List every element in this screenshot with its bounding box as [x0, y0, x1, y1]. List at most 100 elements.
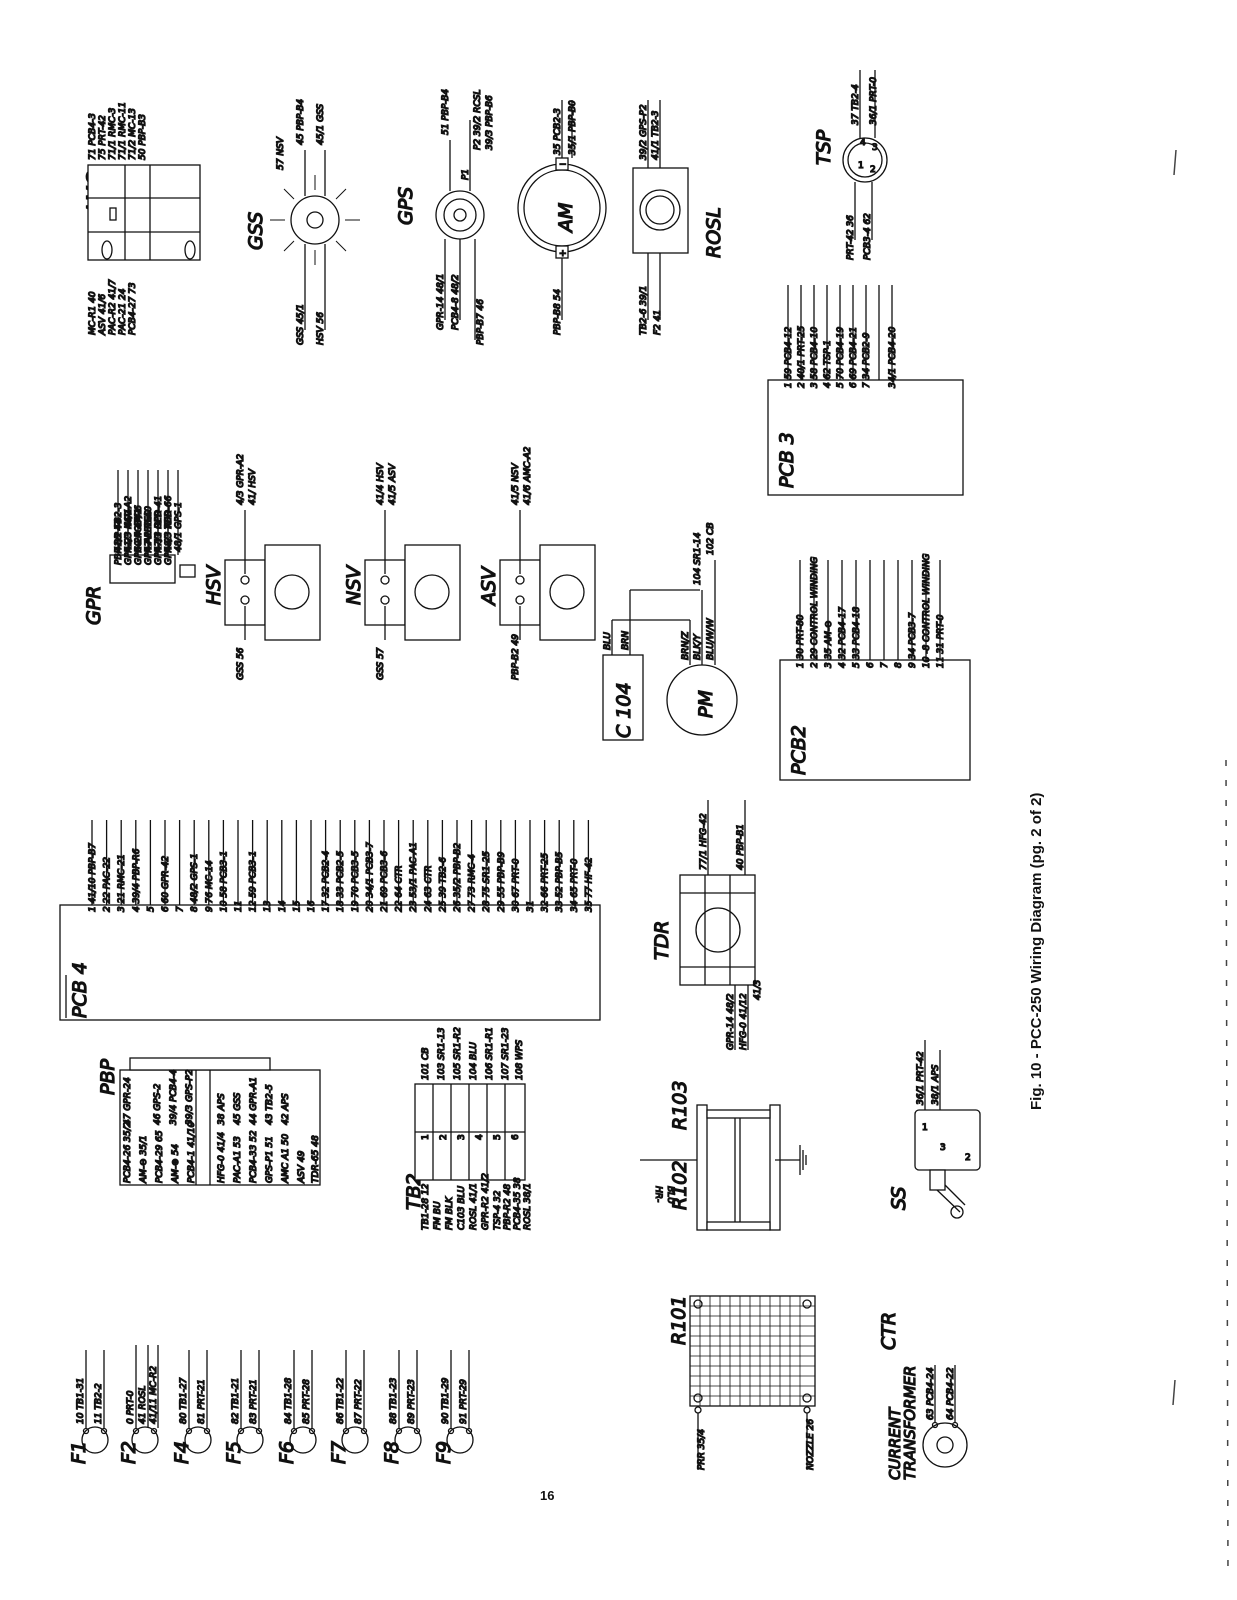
tb2-wire: 106 SR1-R1	[485, 1027, 495, 1080]
pbp-wire: 38 APS	[217, 1093, 227, 1125]
r102-r103-resistors: R102 R103 BLU HR-	[640, 1080, 807, 1231]
pbp-wire: 43 TB2-5	[265, 1084, 275, 1125]
gps-wire: P1	[461, 169, 471, 180]
gpr-wire: 60 PCB4-6	[134, 505, 144, 552]
fuse-label: F6	[276, 1441, 298, 1464]
gps-sensor: GPS GPR-14 48/1 PCB4-8 48/2 PBP-B7 46 51…	[394, 88, 495, 346]
scan-edge-marks	[1172, 149, 1229, 1581]
gps-label: GPS	[395, 187, 417, 225]
rosl-lamp: ROSL TB2-6 39/1 F2 41 39/2 GPS-P2 41/1 T…	[632, 100, 726, 336]
tb2-pin: 2	[439, 1134, 449, 1140]
pcb2-pin: 5 33 PCB4-18	[852, 607, 862, 668]
pm-motor: PM BRN/Z BLK/Y BLU/W/W 104 SR1-14 102 CB	[666, 522, 738, 736]
ctr-sublabel: CURRENT	[886, 1406, 904, 1480]
tb2-pin: 1	[421, 1134, 431, 1140]
pcb4-pin: 29 55 PBP-B9	[497, 851, 507, 912]
amc-wire: PAC-R2 41/7	[108, 279, 118, 335]
fuse-wire: 86 TB1-22	[336, 1377, 346, 1424]
tb2-wire: PBP-R2 48	[503, 1184, 513, 1230]
r102-wire: BLU	[665, 1186, 675, 1204]
amc-wire: MC-R1 40	[88, 291, 98, 335]
pcb4-pin: 17 32 PCB2-4	[322, 851, 332, 912]
tb2-wire: FM BU	[433, 1201, 443, 1230]
r103-label: R103	[669, 1081, 691, 1130]
pbp-wire: PCB4-1 41/10	[187, 1121, 197, 1183]
gpr-wire: PBP-B3 44	[114, 519, 124, 565]
pcb4-pin: 13	[263, 900, 273, 912]
tb2-wire: 104 BLU	[469, 1042, 479, 1080]
pbp-wire: PAC-A1 53	[233, 1136, 243, 1183]
pbp-wire: 39/4 PCB4-4	[169, 1069, 179, 1125]
gps-wire: 39/3 PBP-B6	[485, 95, 495, 150]
asv-label: ASV	[478, 565, 500, 607]
pcb4-label: PCB 4	[69, 962, 91, 1018]
tb2-wire: 107 SR1-23	[501, 1027, 511, 1080]
pcb2-pin: 4 32 PCB4-17	[838, 607, 848, 668]
fuse-f7: F7 86 TB1-22 87 PRT-22	[327, 1350, 369, 1465]
r101-wire: PRR 35/4	[697, 1429, 707, 1470]
am-meter: AM − + 35 PCB2-3 35/1 PBP-B0 PBP-B8 54	[517, 99, 607, 336]
gpr-wire: 48/1 GPS-1	[174, 502, 184, 552]
am-label: AM	[555, 203, 577, 234]
fuse-label: F2	[118, 1441, 140, 1464]
pcb4-pin: 35 77 HF-42	[584, 857, 594, 912]
tb2-wire: 108 WPS	[515, 1040, 525, 1080]
tsp-wire: PCB3-4 62	[863, 213, 873, 260]
rosl-wire: TB2-6 39/1	[639, 286, 649, 335]
fuse-wire: 89 PRT-23	[407, 1379, 417, 1424]
tb2-wire: GPR-R2 41/2	[481, 1173, 491, 1230]
fuse-wire: 82 TB1-21	[231, 1378, 241, 1424]
pm-wire: BRN/Z	[681, 631, 691, 660]
tdr-label: TDR	[651, 921, 673, 960]
fuse-label: F9	[433, 1441, 455, 1464]
amc-wire: 71 PCB4-3	[88, 113, 98, 160]
fuse-label: F7	[328, 1441, 350, 1464]
pm-wire: 102 CB	[706, 523, 716, 556]
tdr-wire: 40 PBP-B1	[736, 824, 746, 870]
pm-wire: 104 SR1-14	[693, 532, 703, 585]
tb2-wire: TB1-28 12	[421, 1183, 431, 1230]
asv-wire: PBP-B2 49	[511, 634, 521, 680]
pcb4-pin: 15	[292, 900, 302, 912]
pcb4-pin: 6 60 GPR-42	[161, 855, 171, 912]
asv-valve: ASV 41/5 NSV 41/6 AMC-A2 PBP-B2 49	[477, 446, 596, 681]
gpr-wire: 47/1 GPR-41	[154, 496, 164, 552]
amc-wire: 75 PRT-42	[98, 115, 108, 160]
pcb2-pin: 11 31 PRT-0	[936, 614, 946, 668]
pcb4-pin: 14	[278, 900, 288, 912]
gss-wire: GSS 45/1	[296, 304, 306, 345]
gps-wire: PBP-B7 46	[476, 299, 486, 345]
fuse-wire: 41/11 MC-R2	[149, 1366, 159, 1424]
ctr-current-transformer: CURRENT TRANSFORMER CTR 63 PCB4-24 64 PC…	[877, 1311, 968, 1481]
asv-wire: 41/6 AMC-A2	[523, 446, 533, 505]
pcb4-pin: 22 64 CTR	[395, 865, 405, 912]
pcb4-pin: 30 67 PRT-0	[511, 858, 521, 912]
gpr-wire: GPR-23 RED	[164, 510, 174, 565]
gps-wire: PCB4-8 48/2	[451, 274, 461, 330]
fuse-wire: 91 PRT-29	[459, 1379, 469, 1424]
pcb2-pin: 2 29 CONTROL WINDING	[810, 557, 820, 668]
r101-resistor: R101 PRR 35/4 NOZZLE 26	[667, 1295, 816, 1471]
gss-wire: 45/1 GSS	[316, 104, 326, 145]
fuse-wire: 90 TB1-29	[441, 1377, 451, 1424]
pcb2-pin: 6	[866, 662, 876, 668]
nsv-wire: 41/4 HSV	[376, 462, 386, 505]
pbp-wire: PCB4-26 35/2	[123, 1121, 133, 1183]
pcb3-pin: 6 69 PCB4-21	[849, 327, 859, 388]
fuse-f9: F9 90 TB1-29 91 PRT-29	[432, 1350, 474, 1465]
pbp-wire: GPS-P1 51	[265, 1136, 275, 1183]
tb2-wire: C103 BLU	[457, 1185, 467, 1230]
r102-label: R102	[669, 1161, 691, 1210]
pbp-right-wires: 47 GPR-24 46 GPS-2 39/4 PCB4-4 39/3 GPS-…	[122, 1068, 291, 1125]
fuse-f6: F6 84 TB1-28 85 PRT-28	[275, 1350, 317, 1465]
pcb2-pin: 8	[894, 662, 904, 668]
tsp-switch: TSP 4 3 1 2 PRT-42 36 PCB3-4 62 37 TB2-4…	[812, 70, 888, 261]
amc-wire: ASV 41/6	[98, 294, 108, 336]
fuse-wire: 80 TB1-27	[179, 1377, 189, 1424]
pcb3-pin: 7 34 PCB2-9	[862, 332, 872, 388]
tb2-terminal-block: TB2 1 2 3 4 5 6 TB1-28 12 FM BU FM BLK C…	[402, 1026, 533, 1231]
ss-switch: SS 1 3 2 36/1 PRT-42 38/1 APS	[887, 1040, 981, 1219]
